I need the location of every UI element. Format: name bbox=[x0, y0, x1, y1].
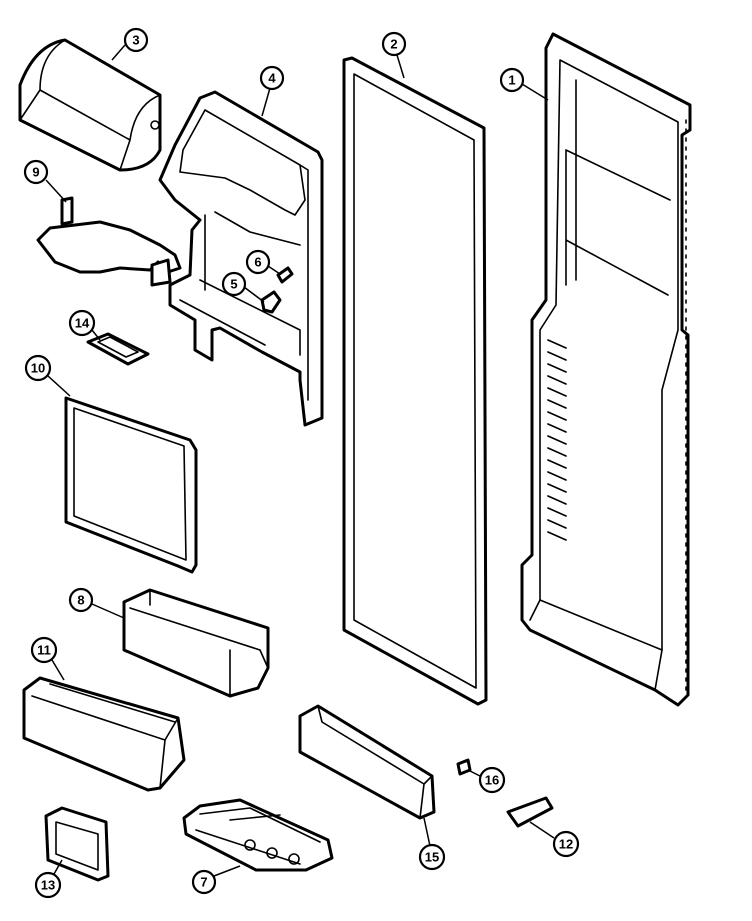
callout-5: 5 bbox=[221, 271, 265, 303]
callout-1-label: 1 bbox=[508, 73, 515, 88]
callout-11: 11 bbox=[30, 636, 65, 681]
callout-16: 16 bbox=[467, 766, 506, 794]
part-clip bbox=[86, 332, 150, 366]
callout-12: 12 bbox=[529, 821, 580, 858]
part-shelf-bar bbox=[298, 704, 436, 820]
callout-6-label: 6 bbox=[254, 255, 261, 270]
part-shelf-bracket bbox=[36, 196, 182, 287]
callout-8-label: 8 bbox=[77, 593, 84, 608]
part-dairy-door bbox=[18, 38, 162, 172]
callout-9: 9 bbox=[23, 159, 67, 203]
callout-5-label: 5 bbox=[230, 277, 237, 292]
callout-11-label: 11 bbox=[37, 643, 51, 658]
callout-2: 2 bbox=[381, 31, 407, 79]
callout-4-label: 4 bbox=[268, 71, 276, 86]
callout-6: 6 bbox=[245, 249, 281, 275]
liner-shelf-ribs bbox=[547, 339, 567, 541]
callout-8: 8 bbox=[68, 587, 125, 619]
callout-15-label: 15 bbox=[425, 850, 439, 865]
part-hinge-cam bbox=[260, 290, 282, 314]
callout-2-label: 2 bbox=[390, 37, 397, 52]
part-ice-tray bbox=[182, 798, 334, 872]
callout-13-label: 13 bbox=[41, 878, 55, 893]
callout-16-label: 16 bbox=[485, 773, 499, 788]
part-hinge-pin bbox=[276, 266, 294, 284]
part-dairy-frame bbox=[158, 90, 324, 427]
callout-1: 1 bbox=[499, 67, 549, 101]
callout-10-label: 10 bbox=[31, 361, 45, 376]
part-trim-bracket bbox=[44, 806, 110, 882]
callout-4: 4 bbox=[259, 65, 285, 117]
callout-12-label: 12 bbox=[559, 837, 573, 852]
callout-3: 3 bbox=[111, 27, 149, 61]
part-door-bin-large bbox=[22, 676, 186, 792]
part-door-bin-small bbox=[122, 588, 270, 698]
callout-7-label: 7 bbox=[200, 875, 207, 890]
callout-14: 14 bbox=[68, 309, 101, 341]
part-door-liner bbox=[520, 32, 692, 707]
part-small-pin bbox=[456, 758, 472, 776]
part-hinge-cover bbox=[506, 796, 554, 828]
callout-14-label: 14 bbox=[75, 316, 90, 331]
callout-15: 15 bbox=[418, 817, 446, 871]
callout-10: 10 bbox=[24, 354, 71, 397]
callout-7: 7 bbox=[191, 865, 241, 895]
part-door-gasket bbox=[342, 56, 488, 706]
callout-9-label: 9 bbox=[32, 165, 39, 180]
callout-13: 13 bbox=[34, 859, 63, 899]
callout-3-label: 3 bbox=[132, 33, 139, 48]
part-door-panel bbox=[64, 396, 198, 574]
